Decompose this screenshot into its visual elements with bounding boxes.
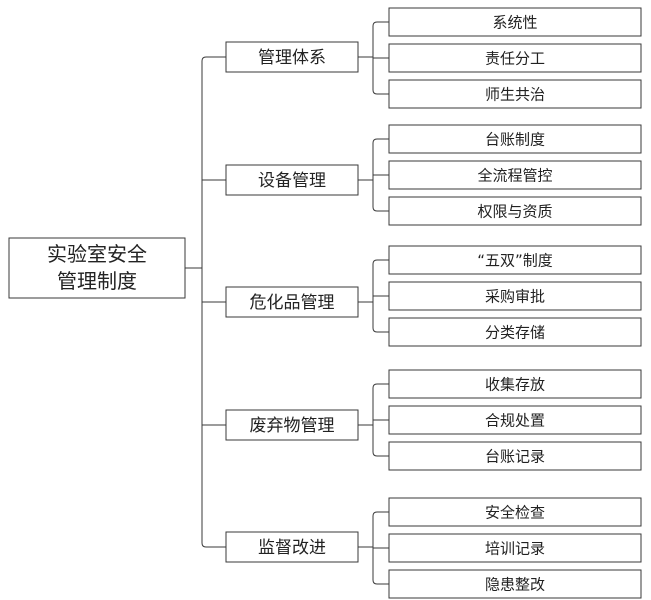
item-box	[388, 533, 642, 563]
item-label: 系统性	[492, 14, 537, 32]
item-box	[388, 160, 642, 190]
item-box	[388, 79, 642, 109]
root-label-line-2: 管理制度	[57, 269, 137, 293]
item-node-4-1: 收集存放	[388, 369, 642, 399]
item-box	[388, 405, 642, 435]
category-label: 设备管理	[258, 171, 326, 191]
category-node-3: 危化品管理	[225, 286, 359, 318]
category-box	[225, 531, 359, 563]
item-label: 安全检查	[485, 504, 545, 522]
root-box	[8, 237, 186, 299]
item-node-5-1: 安全检查	[388, 497, 642, 527]
item-box	[388, 196, 642, 226]
item-node-4-2: 合规处置	[388, 405, 642, 435]
item-box	[388, 7, 642, 37]
item-node-2-1: 台账制度	[388, 124, 642, 154]
item-label: 采购审批	[485, 288, 545, 306]
item-label: 责任分工	[485, 50, 545, 68]
category-label: 管理体系	[258, 48, 326, 68]
item-box	[388, 497, 642, 527]
item-label: 全流程管控	[477, 167, 552, 185]
item-node-1-2: 责任分工	[388, 43, 642, 73]
item-box	[388, 441, 642, 471]
item-node-3-3: 分类存储	[388, 317, 642, 347]
category-node-5: 监督改进	[225, 531, 359, 563]
item-node-2-2: 全流程管控	[388, 160, 642, 190]
item-label: 收集存放	[485, 376, 545, 394]
item-label: 培训记录	[485, 540, 545, 558]
category-box	[225, 164, 359, 196]
item-node-3-2: 采购审批	[388, 281, 642, 311]
category-label: 监督改进	[258, 538, 326, 558]
item-node-4-3: 台账记录	[388, 441, 642, 471]
category-node-4: 废弃物管理	[225, 409, 359, 441]
item-box	[388, 317, 642, 347]
item-box	[388, 281, 642, 311]
item-node-3-1: “五双”制度	[388, 245, 642, 275]
item-label: 台账制度	[485, 131, 545, 149]
category-box	[225, 286, 359, 318]
category-label: 废弃物管理	[250, 416, 335, 436]
root-node: 实验室安全 管理制度	[8, 237, 186, 299]
category-box	[225, 409, 359, 441]
root-label-line-1: 实验室安全	[47, 242, 147, 266]
item-node-2-3: 权限与资质	[388, 196, 642, 226]
item-label: “五双”制度	[477, 252, 553, 270]
category-label: 危化品管理	[250, 293, 335, 313]
category-box	[225, 41, 359, 73]
item-box	[388, 569, 642, 599]
item-label: 台账记录	[485, 448, 545, 466]
item-node-1-1: 系统性	[388, 7, 642, 37]
category-node-1: 管理体系	[225, 41, 359, 73]
item-box	[388, 245, 642, 275]
category-node-2: 设备管理	[225, 164, 359, 196]
item-node-5-2: 培训记录	[388, 533, 642, 563]
item-label: 合规处置	[485, 412, 545, 430]
item-box	[388, 43, 642, 73]
item-box	[388, 124, 642, 154]
item-box	[388, 369, 642, 399]
item-node-5-3: 隐患整改	[388, 569, 642, 599]
item-node-1-3: 师生共治	[388, 79, 642, 109]
item-label: 隐患整改	[485, 576, 545, 594]
item-label: 权限与资质	[477, 203, 552, 221]
item-label: 分类存储	[485, 324, 545, 342]
connector-lines	[185, 21, 389, 585]
item-label: 师生共治	[485, 86, 545, 104]
